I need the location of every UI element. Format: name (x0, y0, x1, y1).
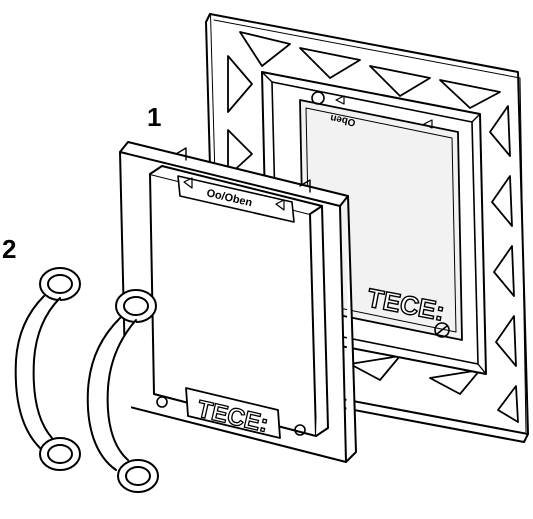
installation-frame (119, 141, 357, 463)
callout-number-grips: 2 (2, 234, 17, 264)
grip-left (14, 267, 81, 471)
grip-right (86, 289, 159, 493)
callout-number-frame: 1 (147, 102, 162, 132)
back-frame-label: Oben (329, 112, 356, 128)
